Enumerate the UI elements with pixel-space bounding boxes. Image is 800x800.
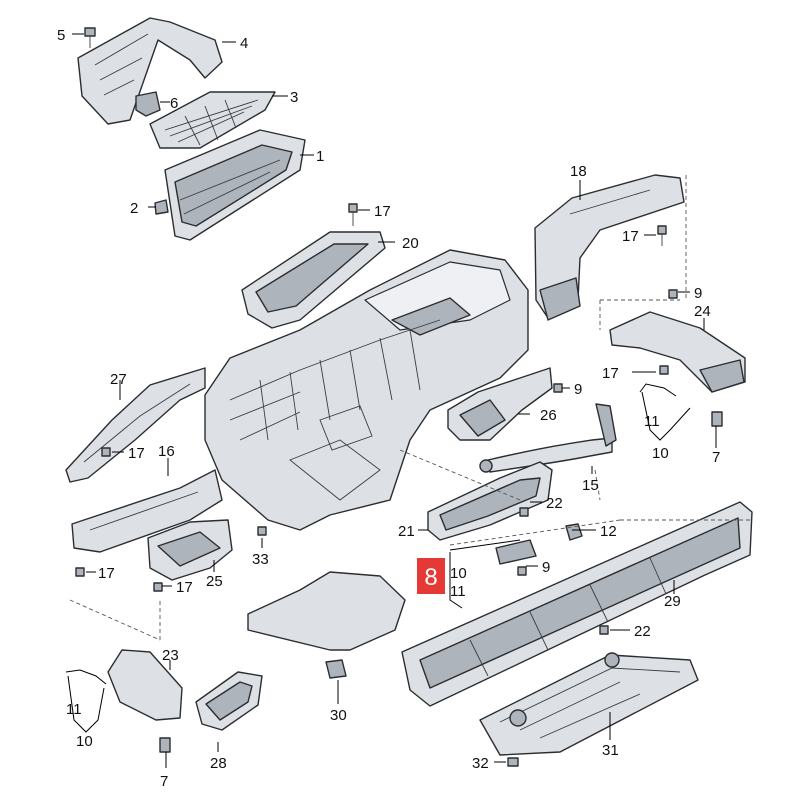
callout-4: 4 [240, 35, 248, 52]
part-4-duct-cover [77, 17, 223, 125]
part-26-duct [447, 367, 553, 441]
callout-28: 28 [210, 755, 227, 772]
callout-17-c: 17 [602, 365, 619, 382]
callout-17-e: 17 [98, 565, 115, 582]
leader-lines [67, 33, 717, 768]
callout-10-a: 10 [652, 445, 669, 462]
highlight-part-8[interactable]: 8 [417, 558, 445, 594]
part-15-hose [479, 403, 617, 473]
part-1-filter-housing [164, 129, 306, 241]
callout-20: 20 [402, 235, 419, 252]
highlight-label: 8 [424, 564, 437, 591]
part-21-outlet [427, 461, 553, 541]
callout-7-a: 7 [712, 449, 720, 466]
highlight-box[interactable] [417, 558, 445, 594]
part-30-cover [247, 571, 406, 679]
callout-22-b: 22 [634, 623, 651, 640]
part-5-screw [84, 27, 96, 48]
dashed-guides [69, 175, 750, 641]
callout-17-b: 17 [622, 228, 639, 245]
callout-3: 3 [290, 89, 298, 106]
callout-23: 23 [162, 647, 179, 664]
fastener-group [75, 203, 723, 767]
callout-5: 5 [57, 27, 65, 44]
part-29-vent-panel [401, 501, 753, 707]
callout-labels: 5 4 6 3 1 2 17 20 18 17 9 24 17 9 26 11 … [57, 27, 720, 790]
callout-11-c: 11 [450, 583, 466, 600]
callout-33: 33 [252, 551, 269, 568]
callout-6: 6 [170, 95, 178, 112]
wiring-parts [65, 383, 677, 685]
part-16-duct [71, 469, 223, 553]
callout-25: 25 [206, 573, 223, 590]
callout-22-a: 22 [546, 495, 563, 512]
callout-15: 15 [582, 477, 599, 494]
callout-10-c: 10 [450, 565, 467, 582]
callout-31: 31 [602, 742, 619, 759]
callout-17-a: 17 [374, 203, 391, 220]
main-hvac-unit [204, 249, 529, 531]
callout-7-b: 7 [160, 773, 168, 790]
callout-9-c: 9 [542, 559, 550, 576]
part-20-duct [241, 231, 386, 329]
callout-21: 21 [398, 523, 415, 540]
callout-27: 27 [110, 371, 127, 388]
callout-9-b: 9 [574, 381, 582, 398]
callout-18: 18 [570, 163, 587, 180]
callout-29: 29 [664, 593, 681, 610]
callout-11-a: 11 [644, 413, 660, 430]
callout-16: 16 [158, 443, 175, 460]
callout-17-f: 17 [176, 579, 193, 596]
part-6-clip [135, 91, 161, 117]
part-23-duct [107, 649, 183, 721]
part-27-duct [65, 367, 206, 483]
callout-32: 32 [472, 755, 489, 772]
part-28-vent [195, 671, 263, 731]
callout-1: 1 [316, 148, 324, 165]
callout-26: 26 [540, 407, 557, 424]
callout-17-d: 17 [128, 445, 145, 462]
callout-10-b: 10 [76, 733, 93, 750]
part-3-filter [149, 91, 276, 149]
callout-12: 12 [600, 523, 617, 540]
part-18-duct [534, 174, 685, 321]
callout-24: 24 [694, 303, 711, 320]
callout-2: 2 [130, 200, 138, 217]
part-31-plate [479, 652, 699, 756]
callout-11-b: 11 [66, 701, 82, 718]
callout-9-a: 9 [694, 285, 702, 302]
callout-30: 30 [330, 707, 347, 724]
part-25-duct [147, 519, 233, 581]
part-24-duct [609, 311, 746, 393]
part-2-clip [154, 199, 169, 215]
